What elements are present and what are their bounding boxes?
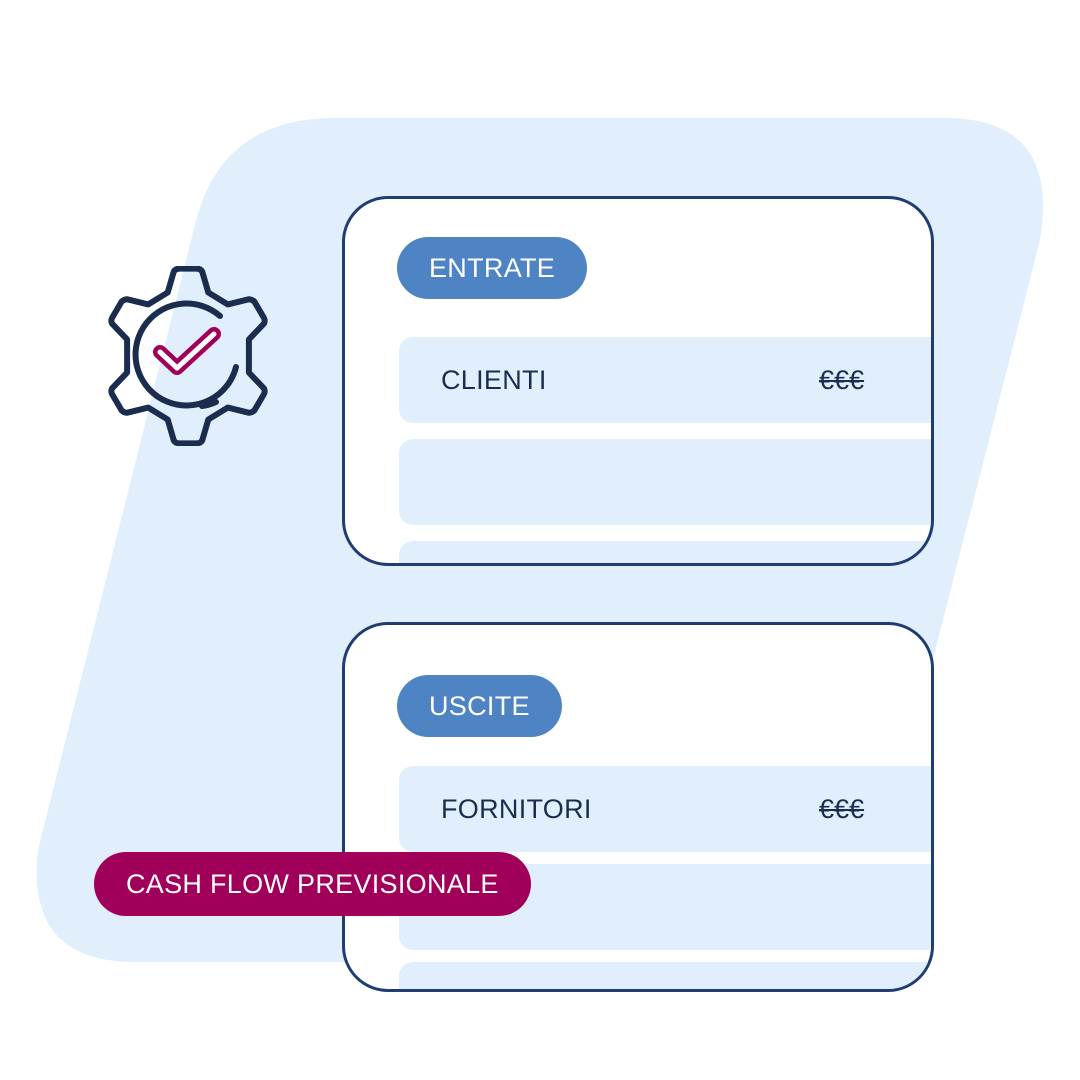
income-row-clienti: CLIENTI €€€ — [399, 337, 931, 423]
cash-flow-tag: CASH FLOW PREVISIONALE — [94, 852, 531, 916]
expenses-row-fornitori: FORNITORI €€€ — [399, 766, 931, 852]
income-pill: ENTRATE — [397, 237, 588, 299]
income-row-empty — [399, 541, 931, 563]
expenses-panel: USCITE FORNITORI €€€ — [342, 622, 934, 992]
expenses-pill: USCITE — [397, 675, 562, 737]
row-label: CLIENTI — [441, 365, 547, 395]
expenses-row-empty — [399, 962, 931, 989]
income-row-empty — [399, 439, 931, 525]
gear-check-icon — [108, 266, 268, 446]
row-value: €€€ — [819, 365, 865, 395]
income-panel: ENTRATE CLIENTI €€€ — [342, 196, 934, 566]
row-value: €€€ — [819, 794, 865, 824]
row-label: FORNITORI — [441, 794, 592, 824]
